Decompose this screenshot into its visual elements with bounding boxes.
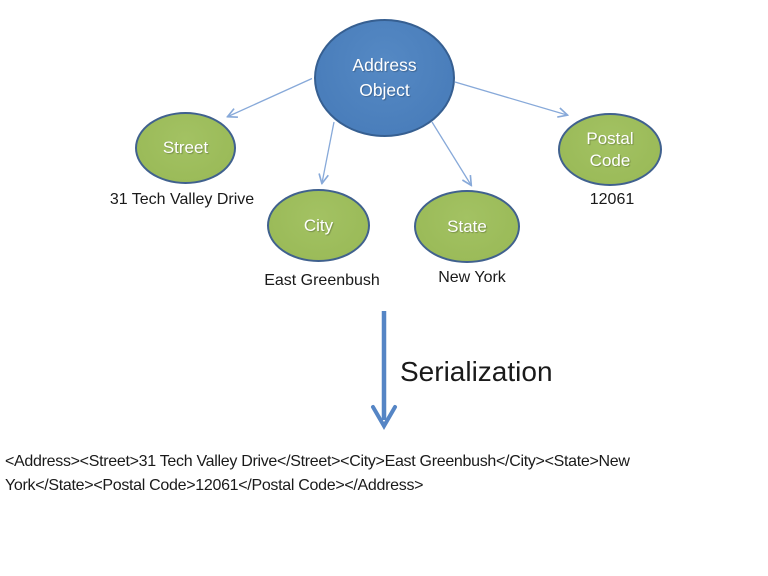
node-city: City (267, 189, 370, 262)
xml-output-line-1: <Address><Street>31 Tech Valley Drive</S… (5, 453, 630, 470)
state-value: New York (438, 269, 506, 286)
node-postal-code-label: Postal Code (586, 128, 634, 170)
city-value: East Greenbush (264, 272, 380, 289)
node-postal-code: Postal Code (558, 113, 662, 186)
arrow-address-to-postal (454, 81, 567, 115)
node-street: Street (135, 112, 236, 184)
xml-output: <Address><Street>31 Tech Valley Drive</S… (5, 450, 763, 498)
serialization-arrow (371, 311, 397, 430)
node-address-object: Address Object (314, 19, 455, 137)
xml-output-line-2: York</State><Postal Code>12061</Postal C… (5, 477, 424, 494)
node-state-label: State (447, 216, 487, 236)
node-city-label: City (303, 215, 334, 235)
node-address-object-label: Address Object (352, 55, 417, 100)
arrow-address-to-city (322, 121, 335, 183)
serialization-label: Serialization (400, 356, 553, 387)
node-street-label: Street (162, 138, 209, 157)
node-state: State (414, 190, 520, 263)
arrow-address-to-street (228, 77, 313, 117)
postal-code-value: 12061 (589, 191, 635, 208)
arrow-address-to-state (431, 121, 471, 185)
street-value: 31 Tech Valley Drive (109, 191, 255, 208)
